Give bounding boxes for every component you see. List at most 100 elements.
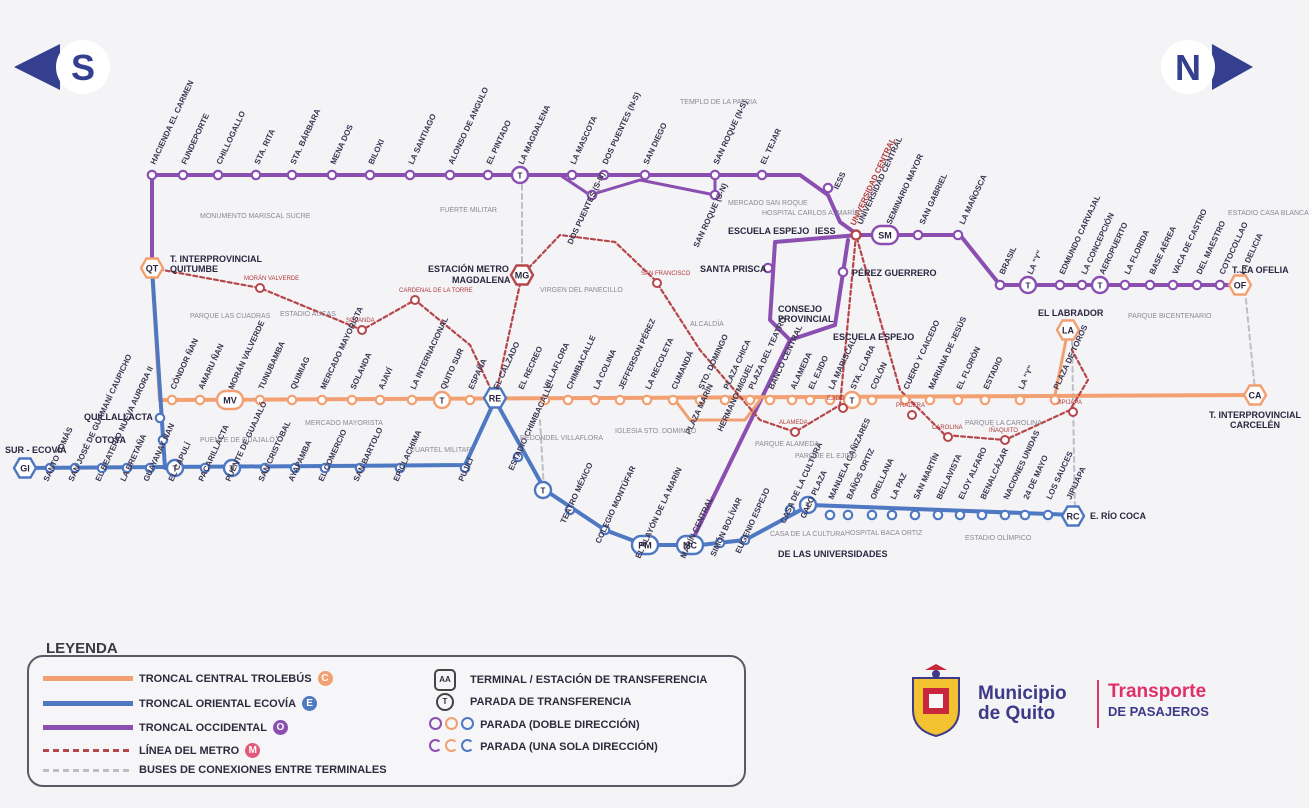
label-san-diego: SAN DIEGO: [642, 121, 669, 166]
stop-pujili: [459, 462, 471, 474]
stop-la-y: [1014, 394, 1026, 406]
legend-trolebus: TRONCAL CENTRAL TROLEBÚS C: [43, 671, 333, 686]
label-eco-ayapamba: AYAPAMBA: [287, 439, 314, 483]
label-eco-pujili: PUJILÍ: [457, 456, 476, 483]
badge-re-text: RE: [489, 394, 502, 404]
stop-el-beaterio-nueva-aurora-ii: [96, 462, 108, 474]
badge-rc: [1060, 505, 1086, 527]
stop-san-gabriel: [912, 229, 924, 241]
badge-rc-text: RC: [1067, 512, 1080, 522]
legend-transferencia-icon: T: [436, 693, 454, 711]
badge-t-la-mariscal-text: T: [850, 397, 855, 406]
stop-brasil: [994, 279, 1006, 291]
stop-san-martin: [909, 509, 921, 521]
stop-condor-nan: [166, 394, 178, 406]
label-trol-amaru-nan: AMARU ÑAN: [197, 342, 226, 391]
metro-label-carolina: CAROLINA: [932, 425, 963, 431]
label-trol-espana: ESPAÑA: [467, 357, 489, 391]
badge-ca: [1242, 384, 1268, 406]
landmark-virgen-del-panecillo: VIRGEN DEL PANECILLO: [540, 287, 623, 294]
label-el-tejar: EL TEJAR: [759, 127, 784, 166]
metro-stop-ejido: [838, 403, 848, 413]
badge-t-galo-plaza-text: T: [806, 502, 811, 511]
landmark-hospital-baca-ortiz: HOSPITAL BACA ORTIZ: [845, 530, 923, 537]
stop-chimbacalle: [562, 394, 574, 406]
metro-label-ejido: EJIDO: [827, 396, 845, 402]
stop-manuela-canizares: [824, 509, 836, 521]
label-eco-m-eugenio-espejo: EUGENIO ESPEJO: [734, 487, 772, 555]
label-trol-la-colina: LA COLINA: [592, 348, 619, 391]
landmark-casa-de-la-cultura: CASA DE LA CULTURA: [770, 531, 845, 538]
conexion-labrador-riococa: [1071, 339, 1076, 516]
stop-pacarillacta: [199, 462, 211, 474]
stop-hacienda-el-carmen: [146, 169, 158, 181]
metro-stop-solanda: [357, 325, 367, 335]
badge-t-magdalena: [510, 165, 530, 185]
label-eco-san-bartolo: SAN BARTOLO: [352, 426, 385, 483]
label-metro-1: ESTACIÓN METRO: [428, 263, 509, 274]
stop-quillallacta: [154, 412, 166, 424]
legend-occidental-badge: O: [272, 720, 288, 735]
label-occ-n-la-y: LA "Y": [1026, 249, 1045, 276]
badge-t-aeropuerto: [1090, 275, 1110, 295]
stop-san-roque-s-n: [709, 189, 721, 201]
label-la-magdalena: LA MAGDALENA: [517, 103, 553, 166]
legend-conexiones-label: BUSES DE CONEXIONES ENTRE TERMINALES: [139, 764, 387, 776]
legend-una-icons: [429, 739, 475, 755]
label-occ-n-brasil: BRASIL: [998, 245, 1019, 276]
label-trol-quito-sur: QUITO SUR: [439, 347, 466, 391]
legend-transferencia: T PARADA DE TRANSFERENCIA: [434, 693, 631, 711]
stop-otoya: [157, 434, 169, 446]
metro-stop-alameda: [790, 427, 800, 437]
stop-la-florida: [1119, 279, 1131, 291]
landmark-templo-de-la-patria: TEMPLO DE LA PATRIA: [680, 99, 757, 106]
landmark-estadio-casa-blanca: ESTADIO CASA BLANCA: [1228, 210, 1309, 217]
legend-occidental-swatch: [43, 725, 133, 730]
stop-mena-dos: [326, 169, 338, 181]
stop-la-mariscal: [824, 394, 836, 406]
legend-ecovia-badge: E: [302, 696, 318, 711]
badge-mc: [675, 534, 705, 556]
label-eco-n-jipijapa: JIPIJAPA: [1065, 465, 1088, 501]
badge-t-estadio-chimbacalle: [533, 480, 553, 500]
quito-coat-of-arms-icon: [912, 664, 960, 738]
label-iess-1: IESS: [832, 170, 848, 191]
badge-gi-text: GI: [20, 464, 30, 474]
stop-colon: [866, 394, 878, 406]
label-quitumbe-1: T. INTERPROVINCIAL: [170, 254, 263, 264]
badge-t-puente-de-guajalo: [222, 458, 242, 478]
label-trol-el-recreo: EL RECREO: [517, 345, 545, 391]
label-dos-puentes-n-s: DOS PUENTES (N-S): [601, 90, 643, 165]
legend-conexiones: BUSES DE CONEXIONES ENTRE TERMINALES: [43, 764, 387, 776]
label-sta-rita: STA. RITA: [253, 127, 277, 165]
legend-metro-badge: M: [245, 743, 261, 758]
stop-la-santiago: [404, 169, 416, 181]
badge-t-el-capuli-text: T: [173, 465, 178, 474]
stop-banos-ortiz: [842, 509, 854, 521]
label-eco-m-estadio-chimbacalle: ESTADIO CHIMBACALLE: [507, 381, 556, 472]
stop-el-tejar: [756, 169, 768, 181]
stop-casa-de-la-cultura: [784, 504, 796, 516]
landmark-parque-bicentenario: PARQUE BICENTENARIO: [1128, 313, 1212, 320]
stop-24-de-mayo: [1019, 509, 1031, 521]
landmark-parque-alameda: PARQUE ALAMEDA: [755, 441, 819, 448]
stop-benalcazar: [976, 509, 988, 521]
stop-san-diego: [639, 169, 651, 181]
stop-estadio: [979, 394, 991, 406]
stop-epiclachima: [394, 462, 406, 474]
landmark-cuartel-militar: CUARTEL MILITAR: [410, 447, 471, 454]
badge-qt: [139, 257, 165, 279]
stop-plaza-de-toros: [1049, 394, 1061, 406]
stop-vaca-de-castro: [1167, 279, 1179, 291]
ecovia-south: [150, 266, 167, 470]
stop-sta-rita: [250, 169, 262, 181]
label-eco-m-teatro-mexico: TEATRO MÉXICO: [559, 461, 595, 525]
stop-simon-bolivar: [714, 537, 726, 549]
legend-doble-icons: [429, 717, 475, 733]
legend-terminal-icon: AA: [434, 669, 456, 691]
badge-gi: [12, 457, 38, 479]
metro-stop-san-francisco: [652, 278, 662, 288]
label-perez-guerrero: PÉREZ GUERRERO: [852, 268, 937, 278]
route-lines: [23, 173, 1257, 547]
badge-t-la-y: [1018, 275, 1038, 295]
